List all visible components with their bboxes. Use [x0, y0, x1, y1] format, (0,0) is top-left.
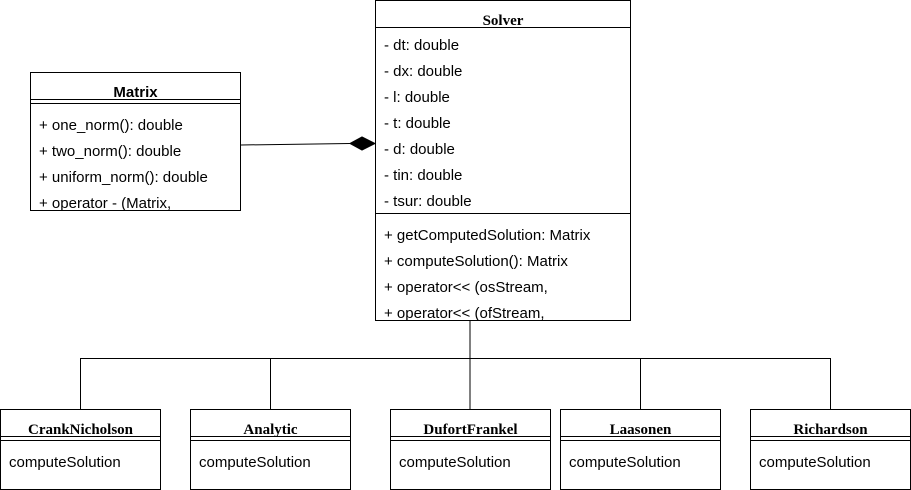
cranknicholson-class-name: CrankNicholson	[27, 422, 134, 438]
solver-header-divider	[376, 27, 630, 28]
solver-method: + getComputedSolution: Matrix	[384, 227, 591, 244]
analytic-class-name: Analytic	[243, 422, 298, 438]
solver-section-divider	[376, 213, 630, 214]
richardson-class[interactable]: Richardson computeSolution	[750, 409, 911, 490]
cranknicholson-header-divider-second	[1, 440, 160, 441]
matrix-class[interactable]: Matrix + one_norm(): double + two_norm()…	[30, 72, 241, 211]
cranknicholson-header-divider	[1, 436, 160, 437]
solver-method: + computeSolution(): Matrix	[384, 253, 568, 270]
matrix-header-divider	[31, 99, 240, 100]
solver-class[interactable]: Solver - dt: double - dx: double - l: do…	[375, 0, 631, 321]
dufortfrankel-class-name: DufortFrankel	[423, 422, 518, 438]
dufortfrankel-header-divider	[391, 436, 550, 437]
cranknicholson-class[interactable]: CrankNicholson computeSolution	[0, 409, 161, 490]
analytic-class[interactable]: Analytic computeSolution	[190, 409, 351, 490]
matrix-method: + two_norm(): double	[39, 143, 182, 160]
solver-attribute: - dt: double	[384, 37, 460, 54]
solver-attribute: - t: double	[384, 115, 451, 132]
solver-attribute: - d: double	[384, 141, 455, 158]
dufortfrankel-method: computeSolution	[399, 454, 511, 471]
laasonen-header-divider-second	[561, 440, 720, 441]
matrix-method: + operator - (Matrix,	[39, 195, 172, 211]
matrix-header-divider-second	[31, 103, 240, 104]
analytic-header-divider-second	[191, 440, 350, 441]
matrix-method: + one_norm(): double	[39, 117, 183, 134]
solver-attribute: - dx: double	[384, 63, 463, 80]
solver-method: + operator<< (osStream,	[384, 279, 548, 296]
cranknicholson-method: computeSolution	[9, 454, 121, 471]
solver-attribute: - l: double	[384, 89, 450, 106]
matrix-method: + uniform_norm(): double	[39, 169, 208, 186]
solver-class-name: Solver	[482, 13, 524, 29]
laasonen-method: computeSolution	[569, 454, 681, 471]
dufortfrankel-class[interactable]: DufortFrankel computeSolution	[390, 409, 551, 490]
solver-method: + operator<< (ofStream,	[384, 305, 545, 321]
richardson-method: computeSolution	[759, 454, 871, 471]
analytic-header-divider	[191, 436, 350, 437]
richardson-class-name: Richardson	[793, 422, 868, 438]
laasonen-class[interactable]: Laasonen computeSolution	[560, 409, 721, 490]
analytic-method: computeSolution	[199, 454, 311, 471]
laasonen-header-divider	[561, 436, 720, 437]
laasonen-class-name: Laasonen	[609, 422, 672, 438]
composition-line	[240, 143, 351, 146]
richardson-header-divider	[751, 436, 910, 437]
richardson-header-divider-second	[751, 440, 910, 441]
composition-diamond-icon	[348, 136, 377, 151]
matrix-class-name: Matrix	[113, 84, 158, 101]
solver-attribute: - tsur: double	[384, 193, 472, 210]
dufortfrankel-header-divider-second	[391, 440, 550, 441]
solver-attribute: - tin: double	[384, 167, 463, 184]
